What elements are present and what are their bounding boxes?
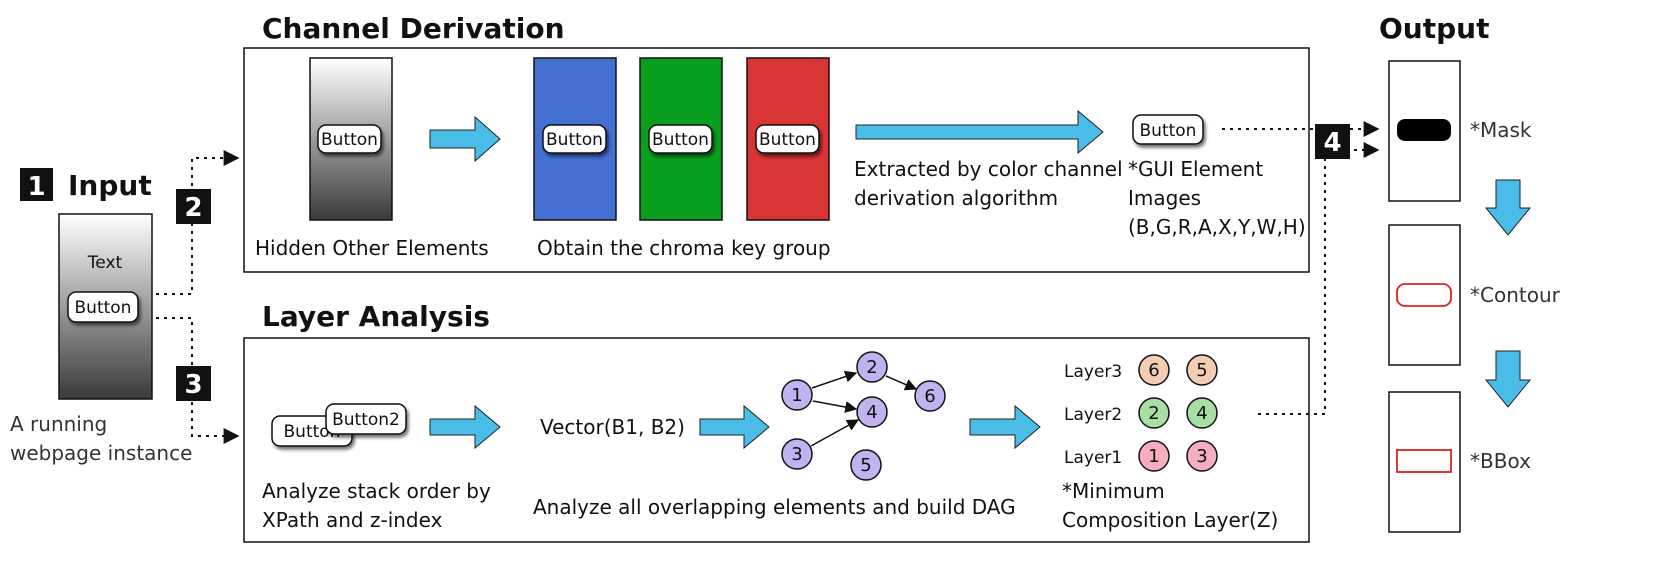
layer2-node-2: 2 [1138,397,1170,429]
dag-node-1: 1 [781,379,813,411]
chroma-button-label-2: Button [652,130,709,150]
stack-order-caption-line2: XPath and z-index [262,508,443,532]
svg-text:1: 1 [1148,446,1159,467]
input-webpage: Text Button [58,213,153,400]
overlapping-buttons: Button Button2 [271,403,407,447]
mask-output [1388,60,1461,202]
channel-derivation-panel [243,47,1310,273]
stack-order-caption-line1: Analyze stack order by [262,479,491,503]
step-3-badge: 3 [176,366,211,401]
svg-text:3: 3 [184,370,202,400]
extract-caption-line1: Extracted by color channel [854,157,1123,181]
hidden-button-label: Button [321,130,378,150]
gui-caption-line3: (B,G,R,A,X,Y,W,H) [1128,215,1306,239]
hidden-elements-caption: Hidden Other Elements [255,236,489,260]
svg-text:2: 2 [1148,403,1159,424]
input-button-shape [67,291,139,323]
extract-caption-line2: derivation algorithm [854,186,1058,210]
svg-text:6: 6 [924,386,935,407]
input-connectors [156,150,240,444]
mask-label: *Mask [1470,118,1532,142]
svg-text:1: 1 [791,385,802,406]
layer3-node-6: 6 [1138,354,1170,386]
chroma-frame-green: Button [639,57,723,221]
bbox-label: *BBox [1470,449,1531,473]
blue-arrow-3 [699,404,770,450]
blue-arrow-2 [429,404,501,450]
bbox-output [1388,391,1461,533]
svg-text:3: 3 [1196,446,1207,467]
layer1-node-3: 3 [1186,440,1218,472]
step-2-badge: 2 [176,189,211,224]
gui-element-button-shape [1132,114,1204,145]
layer-analysis-title: Layer Analysis [262,300,490,333]
gui-caption-line2: Images [1128,186,1201,210]
dag-node-4: 4 [856,396,888,428]
chroma-button-label-1: Button [546,130,603,150]
output-down-arrow-1 [1484,179,1532,236]
output-down-arrow-2 [1484,350,1532,408]
dag-caption: Analyze all overlapping elements and bui… [533,495,1016,519]
channel-derivation-title: Channel Derivation [262,12,565,45]
dag-nodes: 1 2 3 4 5 6 [781,351,946,481]
output-title: Output [1379,12,1489,45]
gui-element-button-label: Button [1140,121,1197,141]
blue-arrow-long [855,109,1104,155]
dag-node-2: 2 [856,351,888,383]
layer2-node-4: 4 [1186,397,1218,429]
svg-text:5: 5 [860,455,871,476]
vector-label: Vector(B1, B2) [540,415,685,439]
layer1-label: Layer1 [1064,448,1122,468]
svg-text:2: 2 [184,193,202,223]
contour-output [1388,224,1461,366]
dag-node-5: 5 [850,449,882,481]
dag-node-3: 3 [781,438,813,470]
svg-text:4: 4 [1196,403,1207,424]
svg-text:3: 3 [791,444,802,465]
input-title: Input [68,169,152,202]
svg-text:4: 4 [866,402,877,423]
output-connectors [1222,121,1380,415]
svg-text:4: 4 [1323,128,1341,158]
dag-node-6: 6 [914,380,946,412]
svg-text:1: 1 [27,172,45,202]
step-4-badge: 4 [1315,124,1350,159]
layer-analysis-panel [243,337,1310,543]
min-layer-caption-line1: *Minimum [1062,479,1165,503]
dag-edges [810,370,918,447]
hidden-elements-frame: Button [309,57,393,221]
layer3-node-5: 5 [1186,354,1218,386]
chroma-button-label-3: Button [759,130,816,150]
step-1-badge: 1 [20,168,53,202]
blue-arrow-4 [969,404,1041,450]
layer1-node-1: 1 [1138,440,1170,472]
svg-text:5: 5 [1196,360,1207,381]
gui-caption-line1: *GUI Element [1128,157,1263,181]
contour-label: *Contour [1470,283,1561,307]
chroma-key-caption: Obtain the chroma key group [537,236,831,260]
input-caption-line1: A running [10,412,107,436]
layer2-label: Layer2 [1064,405,1122,425]
input-button-label: Button [75,298,132,318]
min-layer-caption-line2: Composition Layer(Z) [1062,508,1278,532]
blue-arrow-1 [429,115,501,163]
svg-text:2: 2 [866,357,877,378]
chroma-frame-blue: Button [533,57,617,221]
overlap-button-2-label: Button2 [332,410,400,430]
input-text-label: Text [87,253,123,273]
chroma-frame-red: Button [746,57,830,221]
svg-text:6: 6 [1148,360,1159,381]
layer3-label: Layer3 [1064,362,1122,382]
input-caption-line2: webpage instance [10,441,192,465]
